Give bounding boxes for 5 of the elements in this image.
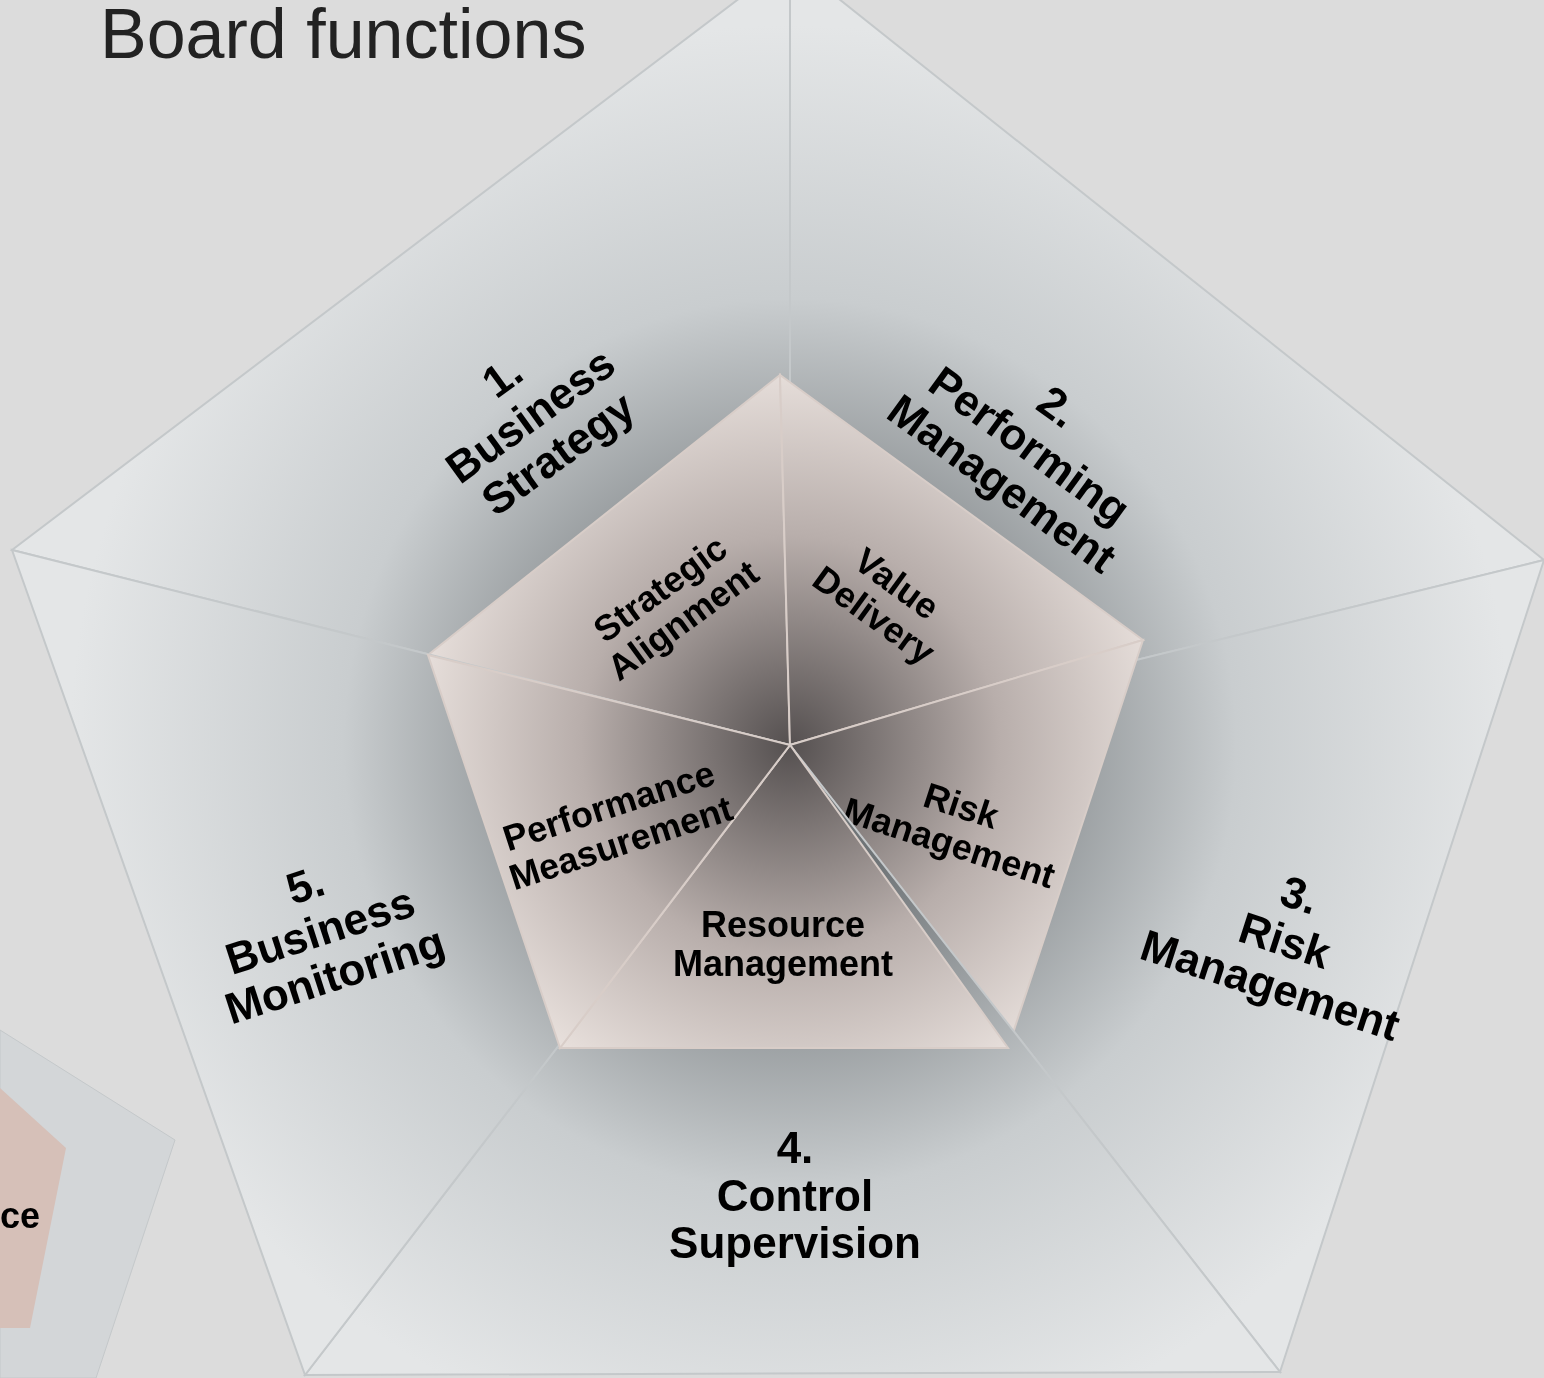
text-fragment: ce — [0, 1195, 41, 1237]
title: Board functions — [100, 0, 587, 74]
segment-label: 4. — [776, 1123, 814, 1172]
segment-label: Control Supervision — [669, 1171, 921, 1267]
segment-label: Resource Management — [673, 906, 893, 984]
